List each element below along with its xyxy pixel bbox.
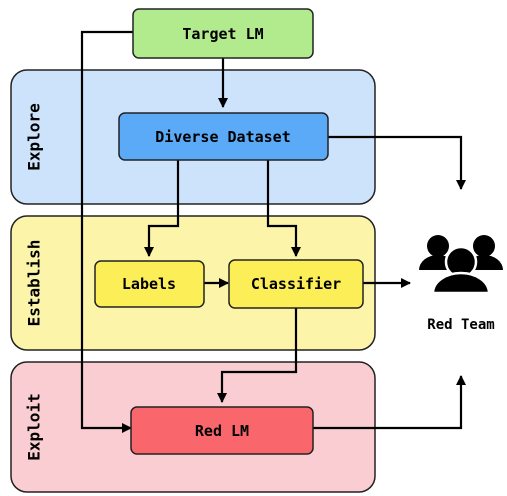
arrow-dataset-to-classifier [266, 160, 301, 257]
arrow-dataset-to-labels [144, 160, 180, 257]
arrow-red-lm-to-red-team [313, 375, 466, 430]
node-classifier-box [228, 259, 364, 309]
phase-explore-label: Explore [25, 103, 44, 170]
phase-exploit-label: Exploit [25, 393, 44, 460]
node-classifier-label: Classifier [251, 275, 341, 293]
node-red-lm-box [130, 406, 314, 455]
node-classifier: Classifier [228, 259, 364, 309]
arrow-target-to-red-lm [80, 30, 133, 433]
node-target-lm: Target LM [132, 8, 314, 59]
node-diverse-dataset-box [118, 112, 329, 161]
node-diverse-dataset-label: Diverse Dataset [155, 128, 290, 146]
red-team-label: Red Team [427, 317, 494, 333]
node-labels: Labels [94, 260, 205, 308]
phase-establish-label: Establish [25, 240, 44, 327]
red-team: Red Team [419, 235, 503, 333]
connectors [80, 30, 466, 433]
arrow-classifier-to-red-lm [217, 308, 298, 403]
arrow-dataset-to-red-team [328, 135, 466, 190]
node-labels-label: Labels [122, 275, 176, 293]
node-labels-box [94, 260, 205, 308]
node-diverse-dataset: Diverse Dataset [118, 112, 329, 161]
node-target-lm-label: Target LM [182, 25, 263, 43]
node-red-lm: Red LM [130, 406, 314, 455]
people-group-icon [419, 235, 503, 295]
node-target-lm-box [132, 8, 314, 59]
node-red-lm-label: Red LM [195, 422, 249, 440]
